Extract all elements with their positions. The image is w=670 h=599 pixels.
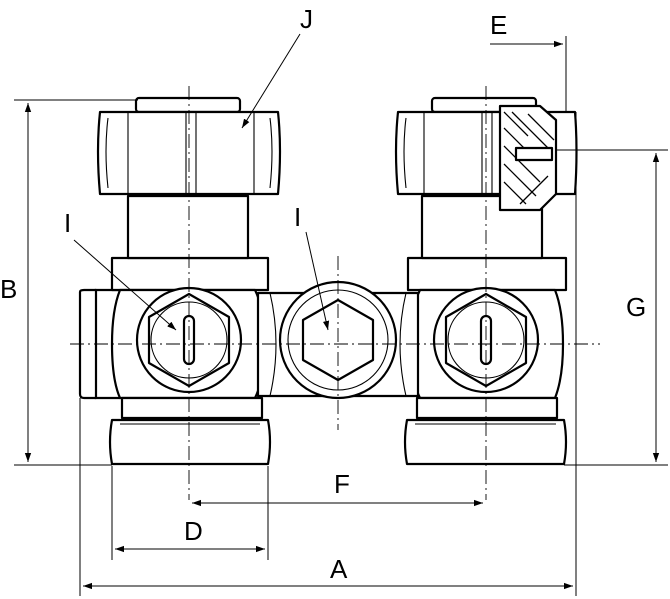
label-f: F [334, 469, 350, 499]
dimension-lines [14, 36, 668, 596]
leader-lines [73, 33, 330, 331]
label-a: A [330, 554, 348, 584]
center-lines [70, 86, 600, 500]
label-i-center: I [294, 202, 301, 232]
label-j: J [300, 4, 313, 34]
left-union-nut [96, 96, 282, 260]
label-i-left: I [64, 208, 71, 238]
label-e: E [490, 10, 507, 40]
label-b: B [0, 274, 17, 304]
label-g: G [626, 292, 646, 322]
label-d: D [184, 516, 203, 546]
